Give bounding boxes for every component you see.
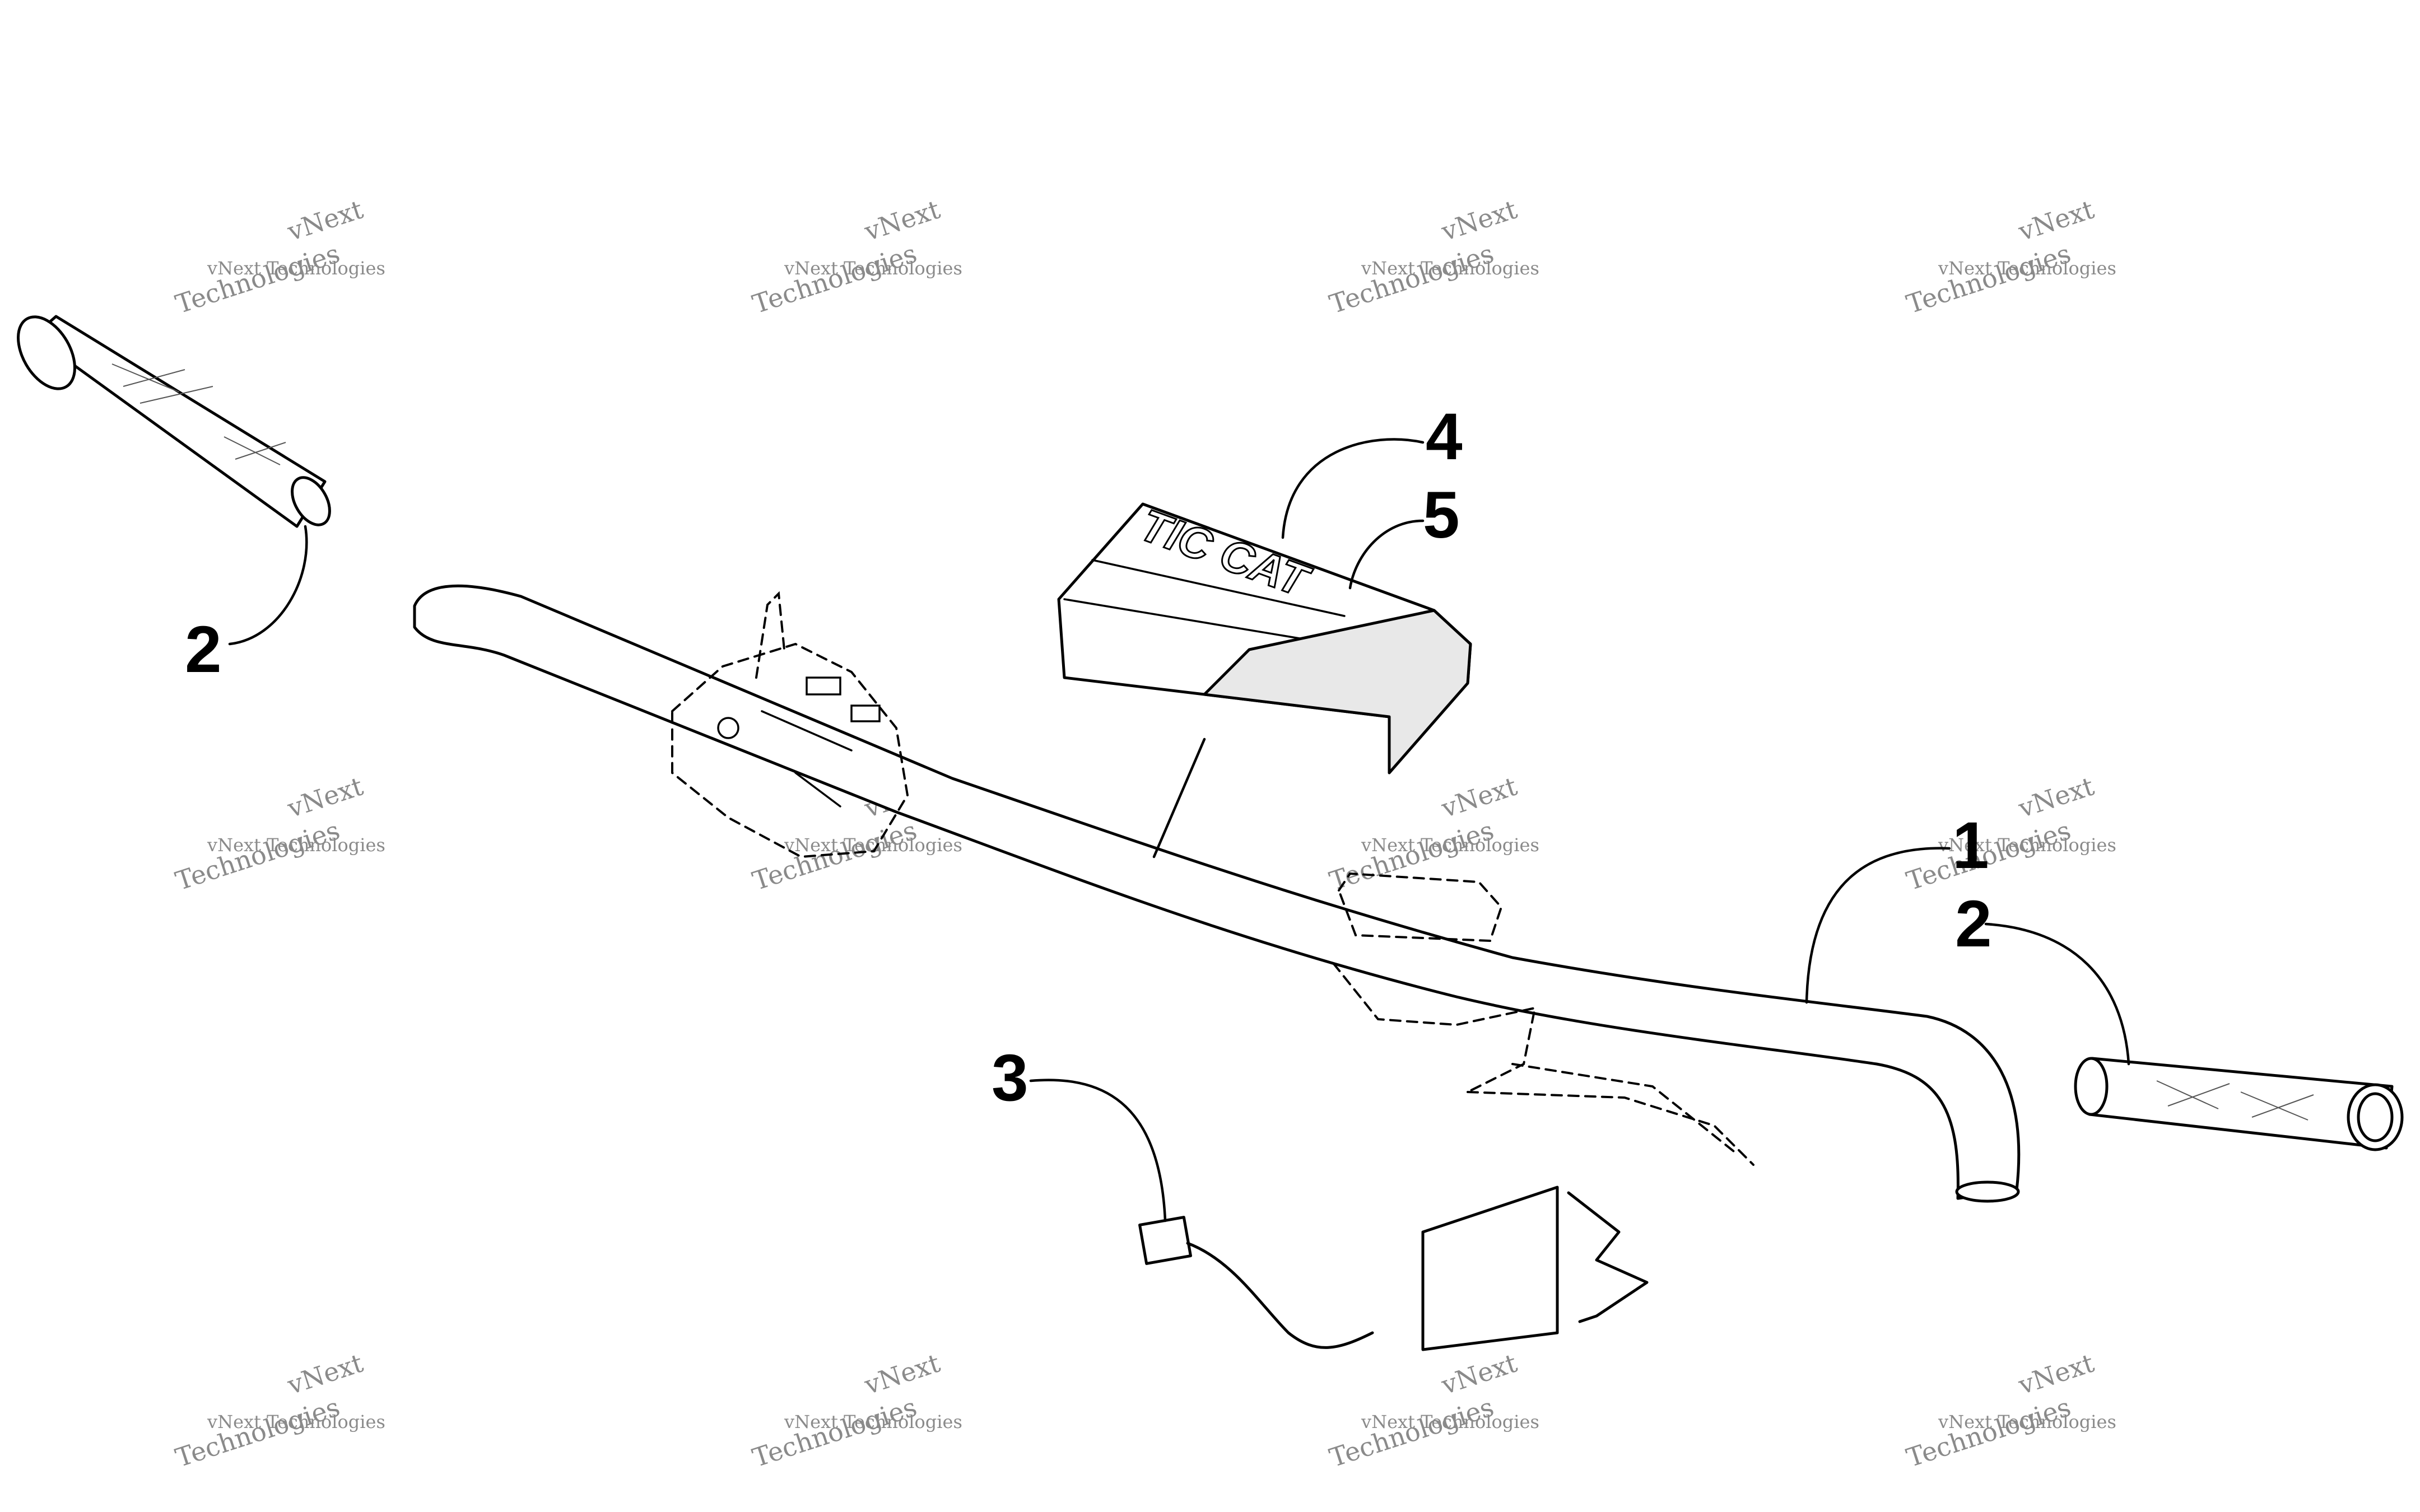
watermark-text-2: vNext Technologies — [1938, 1411, 2116, 1432]
leader-5 — [1348, 519, 1425, 590]
watermark-text-1: vNext — [860, 194, 944, 246]
watermark-text-1: vNext — [1437, 194, 1521, 246]
callout-2-left: 2 — [185, 613, 222, 687]
callout-1: 1 — [1952, 809, 1989, 883]
watermark-text-2: vNext Technologies — [784, 258, 962, 279]
watermark-text-1: vNext — [283, 194, 367, 246]
leader-2b — [1984, 922, 2130, 1066]
brake-master-cylinder — [1332, 872, 1755, 1166]
leader-3 — [1029, 1079, 1167, 1222]
callout-4: 4 — [1426, 400, 1463, 474]
leader-1 — [1805, 847, 1951, 1004]
watermark-text-2: vNext Technologies — [207, 258, 385, 279]
watermark-text-1: vNext — [2014, 1347, 2098, 1400]
right-grip — [2074, 1057, 2404, 1151]
callout-5: 5 — [1423, 478, 1460, 552]
leader-pad-to-bar — [1152, 738, 1206, 858]
watermark-text-1: vNext — [283, 771, 367, 823]
watermark-text-1: vNext — [2014, 194, 2098, 246]
leader-2a — [228, 525, 308, 646]
handlebar-pad: TIC CAT — [1057, 499, 1472, 774]
watermark-text-2: vNext Technologies — [1361, 1411, 1539, 1432]
callout-3: 3 — [992, 1041, 1028, 1115]
watermark-text-1: vNext — [1437, 1347, 1521, 1400]
left-grip — [17, 315, 331, 528]
watermark-text-2: vNext Technologies — [1361, 258, 1539, 279]
left-switch-housing — [671, 591, 909, 858]
watermark-text-1: vNext — [860, 1347, 944, 1400]
watermark-text-2: vNext Technologies — [1938, 834, 2116, 856]
watermark-text-1: vNext — [283, 1347, 367, 1400]
watermark-text-2: vNext Technologies — [784, 1411, 962, 1432]
leader-4 — [1281, 438, 1425, 539]
watermark-text-1: vNext — [1437, 771, 1521, 823]
watermark-text-2: vNext Technologies — [207, 834, 385, 856]
callout-2-right: 2 — [1955, 887, 1992, 961]
wire-harness — [1138, 1186, 1649, 1351]
handlebar-tube — [413, 584, 2021, 1203]
watermark-text-2: vNext Technologies — [207, 1411, 385, 1432]
callouts: 1 2 2 3 4 5 — [185, 400, 1992, 1115]
watermark-text-1: vNext — [2014, 771, 2098, 823]
leader-lines — [228, 438, 2130, 1222]
watermark-text-2: vNext Technologies — [1361, 834, 1539, 856]
watermark-text-2: vNext Technologies — [1938, 258, 2116, 279]
